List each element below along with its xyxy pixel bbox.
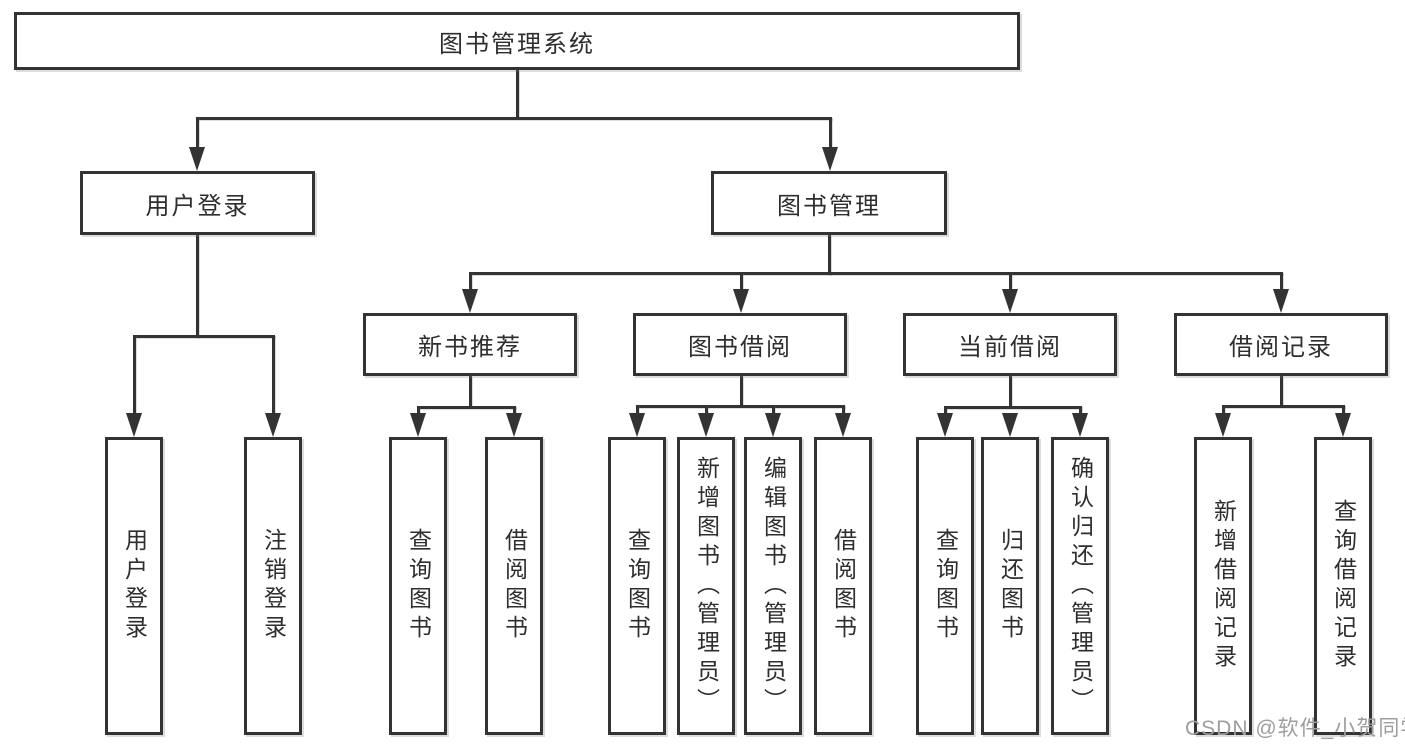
arrow-down-icon	[506, 413, 522, 437]
node-borrow-records: 借阅记录	[1174, 313, 1388, 376]
leaf-confirm-return-admin-label: 确认归还（管理员）	[1067, 455, 1094, 717]
connector-line	[635, 405, 639, 418]
connector-line	[271, 335, 275, 416]
connector-line	[943, 406, 1082, 409]
leaf-borrow-book-recommend-label: 借阅图书	[501, 528, 528, 644]
arrow-down-icon	[822, 147, 838, 171]
connector-line	[771, 405, 775, 418]
connector-line	[1221, 405, 1345, 408]
arrow-down-icon	[1335, 413, 1351, 437]
node-new-book-recommend: 新书推荐	[363, 313, 577, 376]
connector-line	[739, 376, 743, 407]
leaf-add-book-admin-label: 新增图书（管理员）	[693, 455, 720, 717]
arrow-down-icon	[265, 413, 281, 437]
node-root-label: 图书管理系统	[439, 30, 595, 58]
connector-line	[468, 376, 472, 408]
leaf-logout: 注销登录	[244, 437, 302, 735]
arrow-down-icon	[835, 413, 851, 437]
connector-line	[1008, 376, 1012, 408]
connector-line	[1008, 272, 1012, 293]
arrow-down-icon	[1215, 413, 1231, 437]
connector-line	[468, 272, 472, 293]
leaf-user-login: 用户登录	[105, 437, 163, 735]
arrow-down-icon	[629, 413, 645, 437]
connector-line	[416, 406, 420, 418]
connector-line	[1341, 405, 1345, 418]
connector-line	[416, 406, 516, 409]
arrow-down-icon	[1002, 289, 1018, 313]
leaf-query-book-current-label: 查询图书	[932, 528, 959, 644]
connector-line	[132, 335, 136, 416]
node-book-management: 图书管理	[711, 171, 947, 235]
connector-line	[739, 272, 743, 293]
leaf-borrow-book: 借阅图书	[814, 437, 872, 735]
node-current-borrow: 当前借阅	[903, 313, 1117, 376]
arrow-down-icon	[698, 413, 714, 437]
leaf-logout-label: 注销登录	[260, 528, 287, 644]
connector-line	[1221, 405, 1225, 418]
leaf-user-login-label: 用户登录	[121, 528, 148, 644]
node-borrow-records-label: 借阅记录	[1229, 334, 1333, 361]
node-book-management-label: 图书管理	[777, 192, 881, 220]
node-new-book-recommend-label: 新书推荐	[418, 334, 522, 361]
csdn-watermark: CSDN @软件_小贺同学	[1185, 717, 1405, 740]
connector-line	[512, 406, 516, 418]
connector-line	[827, 235, 831, 275]
connector-line	[195, 117, 199, 151]
leaf-borrow-book-label: 借阅图书	[830, 528, 857, 644]
connector-line	[468, 272, 1283, 275]
arrow-down-icon	[126, 413, 142, 437]
connector-line	[1078, 406, 1082, 418]
arrow-down-icon	[189, 147, 205, 171]
leaf-query-book-recommend-label: 查询图书	[405, 528, 432, 644]
node-current-borrow-label: 当前借阅	[958, 334, 1062, 361]
arrow-down-icon	[733, 289, 749, 313]
arrow-down-icon	[1072, 413, 1088, 437]
leaf-add-borrow-record-label: 新增借阅记录	[1210, 499, 1237, 673]
node-root: 图书管理系统	[14, 12, 1020, 70]
node-user-login-label: 用户登录	[145, 192, 250, 220]
leaf-edit-book-admin: 编辑图书（管理员）	[744, 437, 802, 735]
connector-line	[1279, 376, 1283, 407]
connector-line	[196, 117, 832, 120]
node-user-login: 用户登录	[80, 171, 315, 235]
connector-line	[704, 405, 708, 418]
leaf-query-borrow-record-label: 查询借阅记录	[1330, 499, 1357, 673]
leaf-query-book-recommend: 查询图书	[389, 437, 447, 735]
leaf-borrow-book-recommend: 借阅图书	[485, 437, 543, 735]
arrow-down-icon	[462, 289, 478, 313]
connector-line	[943, 406, 947, 418]
connector-line	[132, 335, 275, 338]
arrow-down-icon	[1002, 413, 1018, 437]
leaf-return-book: 归还图书	[981, 437, 1039, 735]
connector-line	[635, 405, 845, 408]
node-book-borrow-label: 图书借阅	[688, 334, 792, 361]
leaf-add-borrow-record: 新增借阅记录	[1194, 437, 1252, 735]
leaf-confirm-return-admin: 确认归还（管理员）	[1051, 437, 1109, 735]
node-book-borrow: 图书借阅	[633, 313, 847, 376]
arrow-down-icon	[765, 413, 781, 437]
arrow-down-icon	[410, 413, 426, 437]
leaf-query-book-borrow: 查询图书	[608, 437, 666, 735]
arrow-down-icon	[1273, 289, 1289, 313]
connector-line	[515, 70, 519, 119]
leaf-query-book-current: 查询图书	[916, 437, 974, 735]
leaf-query-book-borrow-label: 查询图书	[624, 528, 651, 644]
leaf-query-borrow-record: 查询借阅记录	[1314, 437, 1372, 735]
leaf-edit-book-admin-label: 编辑图书（管理员）	[760, 455, 787, 717]
connector-line	[195, 235, 199, 338]
leaf-add-book-admin: 新增图书（管理员）	[677, 437, 735, 735]
arrow-down-icon	[937, 413, 953, 437]
leaf-return-book-label: 归还图书	[997, 528, 1024, 644]
connector-line	[841, 405, 845, 418]
connector-line	[828, 117, 832, 151]
connector-line	[1279, 272, 1283, 293]
